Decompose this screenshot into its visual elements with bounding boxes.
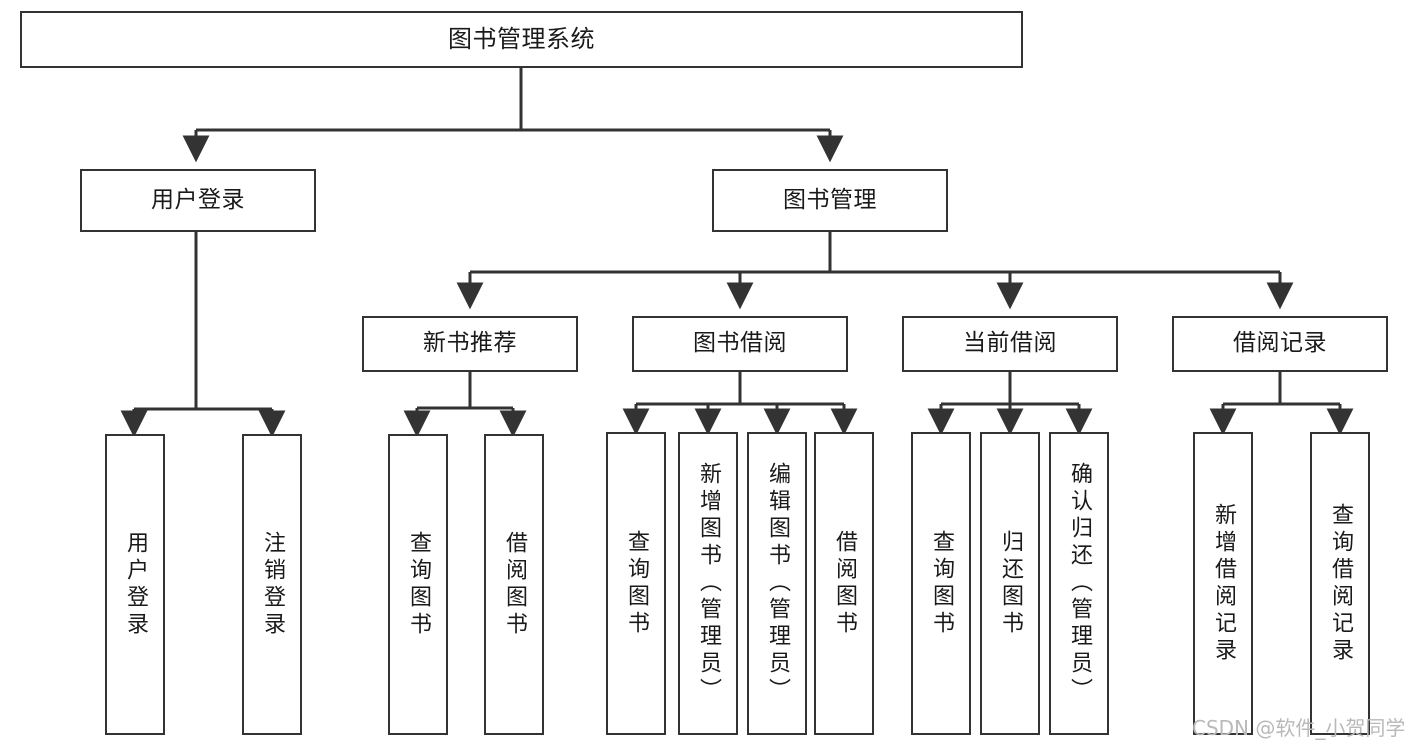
leaf-borrow-add-book[interactable]: 新增图书（管理员）	[678, 432, 738, 735]
leaf-newbook-query-book-label: 查询图书	[406, 530, 431, 639]
leaf-record-add-label: 新增借阅记录	[1211, 502, 1236, 665]
node-user-login[interactable]: 用户登录	[80, 169, 316, 232]
node-root-label: 图书管理系统	[448, 25, 595, 54]
node-borrow-record-label: 借阅记录	[1233, 330, 1327, 357]
leaf-current-confirm-return[interactable]: 确认归还（管理员）	[1049, 432, 1109, 735]
watermark: CSDN @软件_小贺同学	[1192, 716, 1405, 740]
node-book-management-label: 图书管理	[783, 186, 877, 213]
leaf-borrow-edit-book-label: 编辑图书（管理员）	[765, 462, 790, 705]
leaf-borrow-query-book-label: 查询图书	[624, 529, 649, 638]
leaf-record-query-label: 查询借阅记录	[1328, 502, 1353, 665]
node-root[interactable]: 图书管理系统	[20, 11, 1023, 68]
leaf-borrow-borrow-book[interactable]: 借阅图书	[814, 432, 874, 735]
leaf-record-add[interactable]: 新增借阅记录	[1193, 432, 1253, 735]
leaf-borrow-edit-book[interactable]: 编辑图书（管理员）	[747, 432, 807, 735]
node-current-borrow[interactable]: 当前借阅	[902, 316, 1118, 372]
node-borrow-record[interactable]: 借阅记录	[1172, 316, 1388, 372]
leaf-borrow-query-book[interactable]: 查询图书	[606, 432, 666, 735]
leaf-current-confirm-return-label: 确认归还（管理员）	[1067, 462, 1092, 705]
leaf-current-query-book-label: 查询图书	[929, 529, 954, 638]
leaf-current-return-book[interactable]: 归还图书	[980, 432, 1040, 735]
leaf-user-login[interactable]: 用户登录	[105, 434, 165, 735]
leaf-newbook-query-book[interactable]: 查询图书	[388, 434, 448, 735]
node-new-book-recommend-label: 新书推荐	[423, 330, 517, 357]
leaf-user-login-label: 用户登录	[123, 530, 148, 639]
leaf-current-return-book-label: 归还图书	[998, 529, 1023, 638]
leaf-current-query-book[interactable]: 查询图书	[911, 432, 971, 735]
leaf-logout[interactable]: 注销登录	[242, 434, 302, 735]
leaf-newbook-borrow-book[interactable]: 借阅图书	[484, 434, 544, 735]
node-book-borrow[interactable]: 图书借阅	[632, 316, 848, 372]
node-current-borrow-label: 当前借阅	[963, 330, 1057, 357]
node-book-management[interactable]: 图书管理	[712, 169, 948, 232]
leaf-logout-label: 注销登录	[260, 530, 285, 639]
leaf-newbook-borrow-book-label: 借阅图书	[502, 530, 527, 639]
leaf-borrow-borrow-book-label: 借阅图书	[832, 529, 857, 638]
node-book-borrow-label: 图书借阅	[693, 330, 787, 357]
leaf-borrow-add-book-label: 新增图书（管理员）	[696, 462, 721, 705]
node-user-login-label: 用户登录	[151, 186, 245, 213]
leaf-record-query[interactable]: 查询借阅记录	[1310, 432, 1370, 735]
node-new-book-recommend[interactable]: 新书推荐	[362, 316, 578, 372]
